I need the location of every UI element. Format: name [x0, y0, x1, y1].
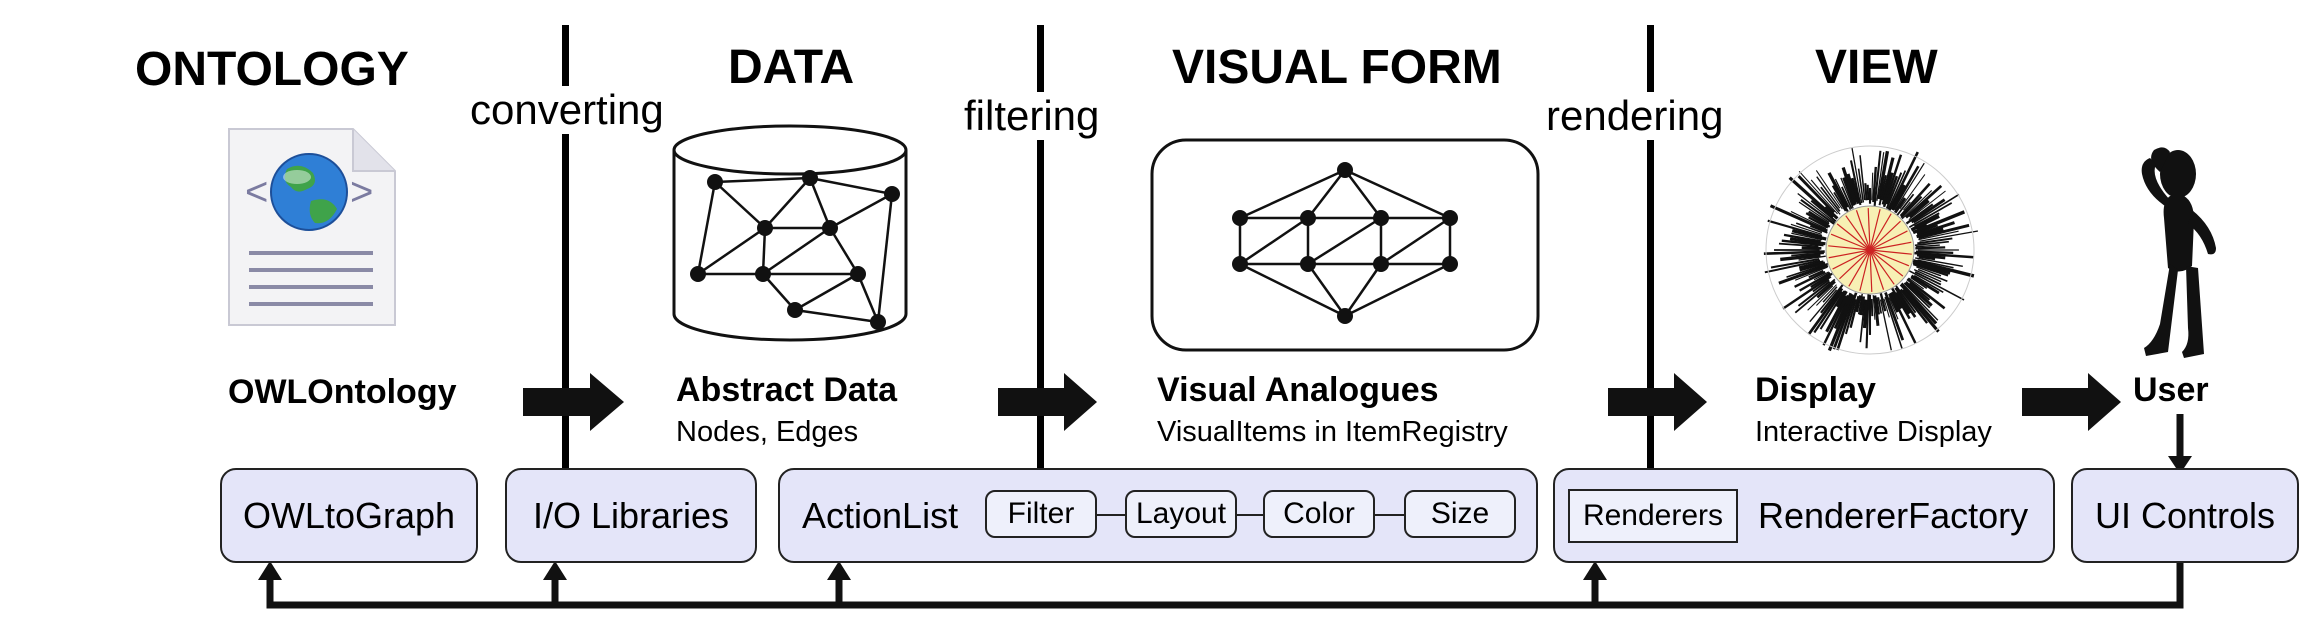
transform-converting: converting: [466, 86, 668, 134]
arrow-data-to-visual-form: [998, 373, 1097, 431]
transform-rendering: rendering: [1542, 92, 1728, 140]
data-cylinder-icon: [672, 124, 908, 342]
rendererfactory-label: RendererFactory: [1758, 494, 2029, 536]
transform-filtering: filtering: [960, 92, 1104, 140]
owlontology-title: OWLOntology: [228, 373, 457, 411]
abstract-data-title: Abstract Data: [676, 371, 898, 409]
visual-analogues-subtitle: VisualItems in ItemRegistry: [1157, 416, 1508, 448]
actionlist-step-connectors: [1095, 514, 1405, 516]
separator-filtering: [1037, 25, 1044, 473]
display-title: Display: [1755, 371, 1876, 409]
owltograph-module: OWLtoGraph: [220, 468, 478, 563]
radial-display-icon: [1763, 145, 1979, 355]
user-silhouette-icon: [2141, 147, 2216, 358]
stage-view: VIEW: [1815, 41, 1938, 94]
ui-controls-module: UI Controls: [2071, 468, 2299, 563]
actionlist-label: ActionList: [802, 494, 959, 536]
filter-step: Filter: [985, 490, 1097, 538]
stage-visual-form: VISUAL FORM: [1172, 41, 1502, 94]
size-step: Size: [1404, 490, 1516, 538]
io-libraries-module: I/O Libraries: [505, 468, 757, 563]
separator-converting: [562, 25, 569, 473]
user-title: User: [2133, 371, 2209, 409]
svg-text:<: <: [245, 170, 268, 214]
display-subtitle: Interactive Display: [1755, 416, 1992, 448]
abstract-data-subtitle: Nodes, Edges: [676, 416, 859, 448]
layout-step: Layout: [1125, 490, 1237, 538]
separator-rendering: [1647, 25, 1654, 473]
arrow-display-to-user: [2022, 373, 2121, 431]
stage-ontology: ONTOLOGY: [135, 43, 409, 96]
renderers-box: Renderers: [1568, 488, 1738, 543]
stage-data: DATA: [728, 41, 855, 94]
arrow-ontology-to-data: [523, 373, 624, 431]
color-step: Color: [1263, 490, 1375, 538]
ontology-document-icon: < >: [228, 128, 396, 326]
svg-text:>: >: [350, 170, 373, 214]
rendererfactory-module: Renderers RendererFactory: [1553, 468, 2055, 563]
visual-analogues-title: Visual Analogues: [1157, 371, 1439, 409]
visual-form-graph-icon: [1150, 138, 1540, 352]
arrow-visual-form-to-view: [1608, 373, 1707, 431]
